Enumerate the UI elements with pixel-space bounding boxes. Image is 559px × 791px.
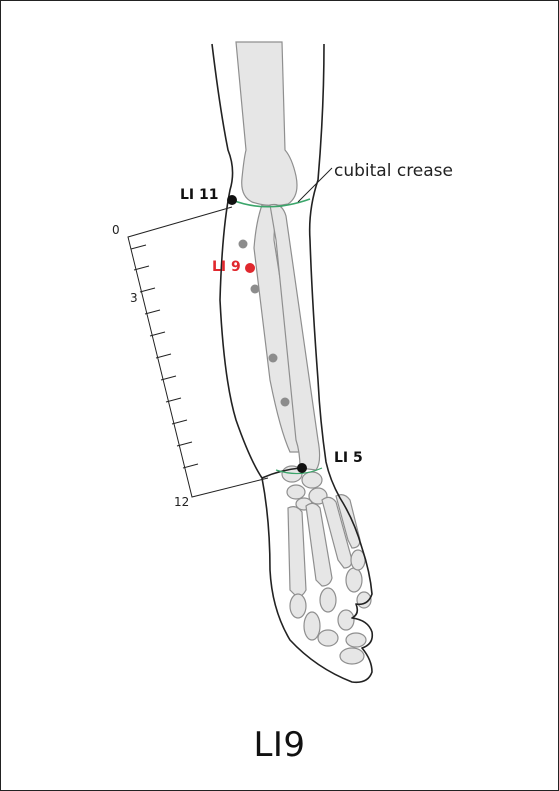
li5-label: LI 5	[334, 450, 363, 466]
minor-point	[251, 285, 260, 294]
humerus-bone	[236, 42, 297, 206]
li9-label: LI 9	[212, 259, 241, 275]
li5-point	[297, 463, 307, 473]
minor-point	[239, 240, 248, 249]
diagram-title: LI9	[0, 725, 559, 765]
measurement-scale	[128, 207, 268, 497]
li9-point	[245, 263, 255, 273]
minor-point	[281, 398, 290, 407]
li11-label: LI 11	[180, 187, 219, 203]
minor-point	[269, 354, 278, 363]
cubital-crease-label: cubital crease	[334, 161, 453, 181]
scale-tick-label-0: 0	[112, 223, 120, 237]
hand-bones	[288, 495, 371, 664]
scale-tick-label-3: 3	[130, 291, 138, 305]
li11-point	[227, 195, 237, 205]
scale-tick-label-12: 12	[174, 495, 189, 509]
crease-leader-line	[298, 168, 332, 202]
